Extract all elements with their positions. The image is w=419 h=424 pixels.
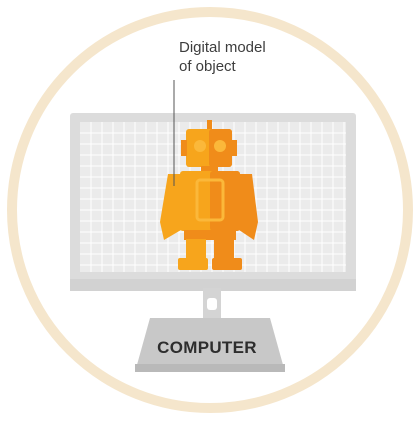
robot-ear-right [231, 140, 237, 156]
monitor-neck-slot [207, 298, 217, 310]
screen-grid [80, 122, 346, 272]
robot-eye-left [194, 140, 206, 152]
callout-label: Digital model of object [179, 38, 329, 76]
robot-foot-right [212, 258, 242, 270]
robot-leg-left [186, 239, 206, 261]
robot-ear-left [181, 140, 187, 156]
robot-foot-left [178, 258, 208, 270]
robot-chest-panel [195, 178, 225, 222]
robot-arm-right [239, 174, 258, 240]
monitor-base-edge [135, 364, 285, 372]
robot-figure-icon [160, 120, 258, 270]
monitor-base [135, 318, 285, 372]
robot-leg-right [214, 239, 234, 261]
callout-line-2: of object [179, 58, 236, 75]
callout-line-1: Digital model [179, 39, 266, 56]
robot-eye-right [214, 140, 226, 152]
robot-arm-left [160, 174, 181, 240]
monitor-chin [70, 279, 356, 291]
computer-label: COMPUTER [157, 338, 257, 357]
